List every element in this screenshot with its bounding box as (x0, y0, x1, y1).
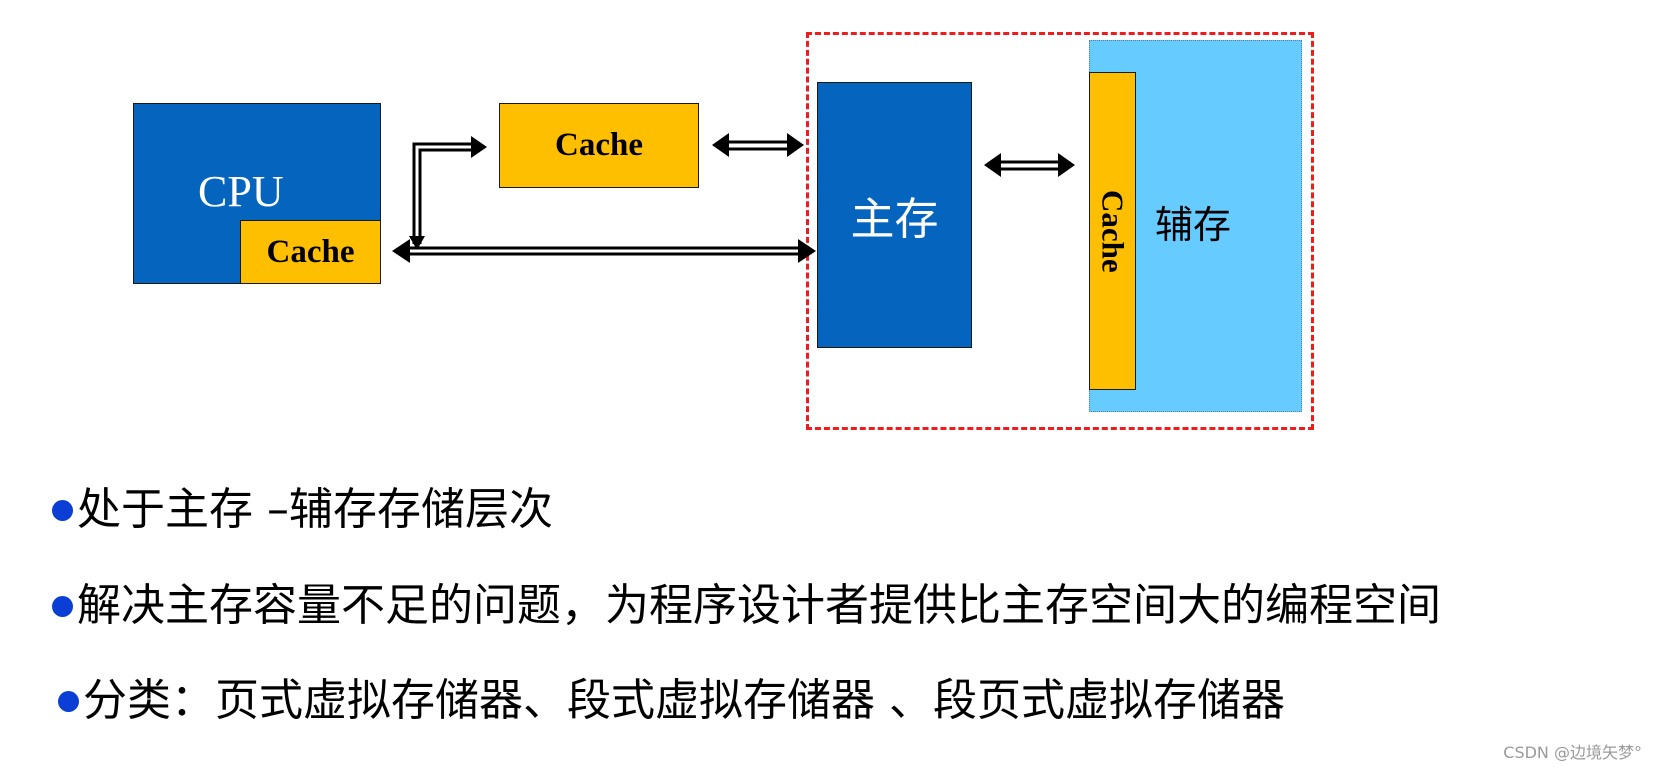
bullet-item-classification: 分类：页式虚拟存储器、段式虚拟存储器 、段页式虚拟存储器 (58, 679, 1285, 723)
main-memory-block: 主存 (817, 82, 972, 348)
virtual-memory-region (806, 32, 1314, 430)
bullet-dot-icon (52, 499, 73, 521)
bullet-dot-icon (52, 595, 73, 617)
auxiliary-cache-label: Cache (1095, 189, 1131, 273)
auxiliary-cache-block: Cache (1089, 72, 1136, 390)
shared-cache-block: Cache (499, 103, 699, 188)
watermark: CSDN @边境矢梦° (1503, 743, 1642, 762)
shared-cache-label: Cache (555, 127, 643, 163)
cpu-cache-label: Cache (266, 233, 355, 270)
cpu-cache-block: Cache (240, 220, 381, 284)
bullet-item-purpose: 解决主存容量不足的问题，为程序设计者提供比主存空间大的编程空间 (52, 584, 1441, 628)
cpu-label: CPU (198, 167, 284, 216)
arrowhead-down (409, 236, 425, 250)
bullet-text: 分类：页式虚拟存储器、段式虚拟存储器 、段页式虚拟存储器 (83, 675, 1285, 726)
arrowhead-left-cache (712, 133, 729, 157)
bullet-item-hierarchy: 处于主存 –辅存存储层次 (52, 488, 553, 532)
bullet-text: 解决主存容量不足的问题，为程序设计者提供比主存空间大的编程空间 (77, 580, 1441, 631)
bullet-dot-icon (58, 690, 79, 712)
connector-line-inner (418, 148, 472, 244)
main-memory-label: 主存 (850, 194, 939, 245)
connector-line-outer (412, 142, 472, 244)
arrowhead-to-cpu-cache (392, 239, 410, 263)
arrowhead-to-shared-cache (471, 136, 487, 158)
arrowhead-right-main (787, 133, 804, 157)
bullet-text: 处于主存 –辅存存储层次 (77, 484, 553, 535)
auxiliary-memory-label: 辅存 (1155, 203, 1232, 247)
cpu-to-cache-connector (412, 142, 472, 244)
cpu-main-memory-arrow (407, 246, 800, 256)
cache-main-memory-arrow (726, 140, 788, 151)
